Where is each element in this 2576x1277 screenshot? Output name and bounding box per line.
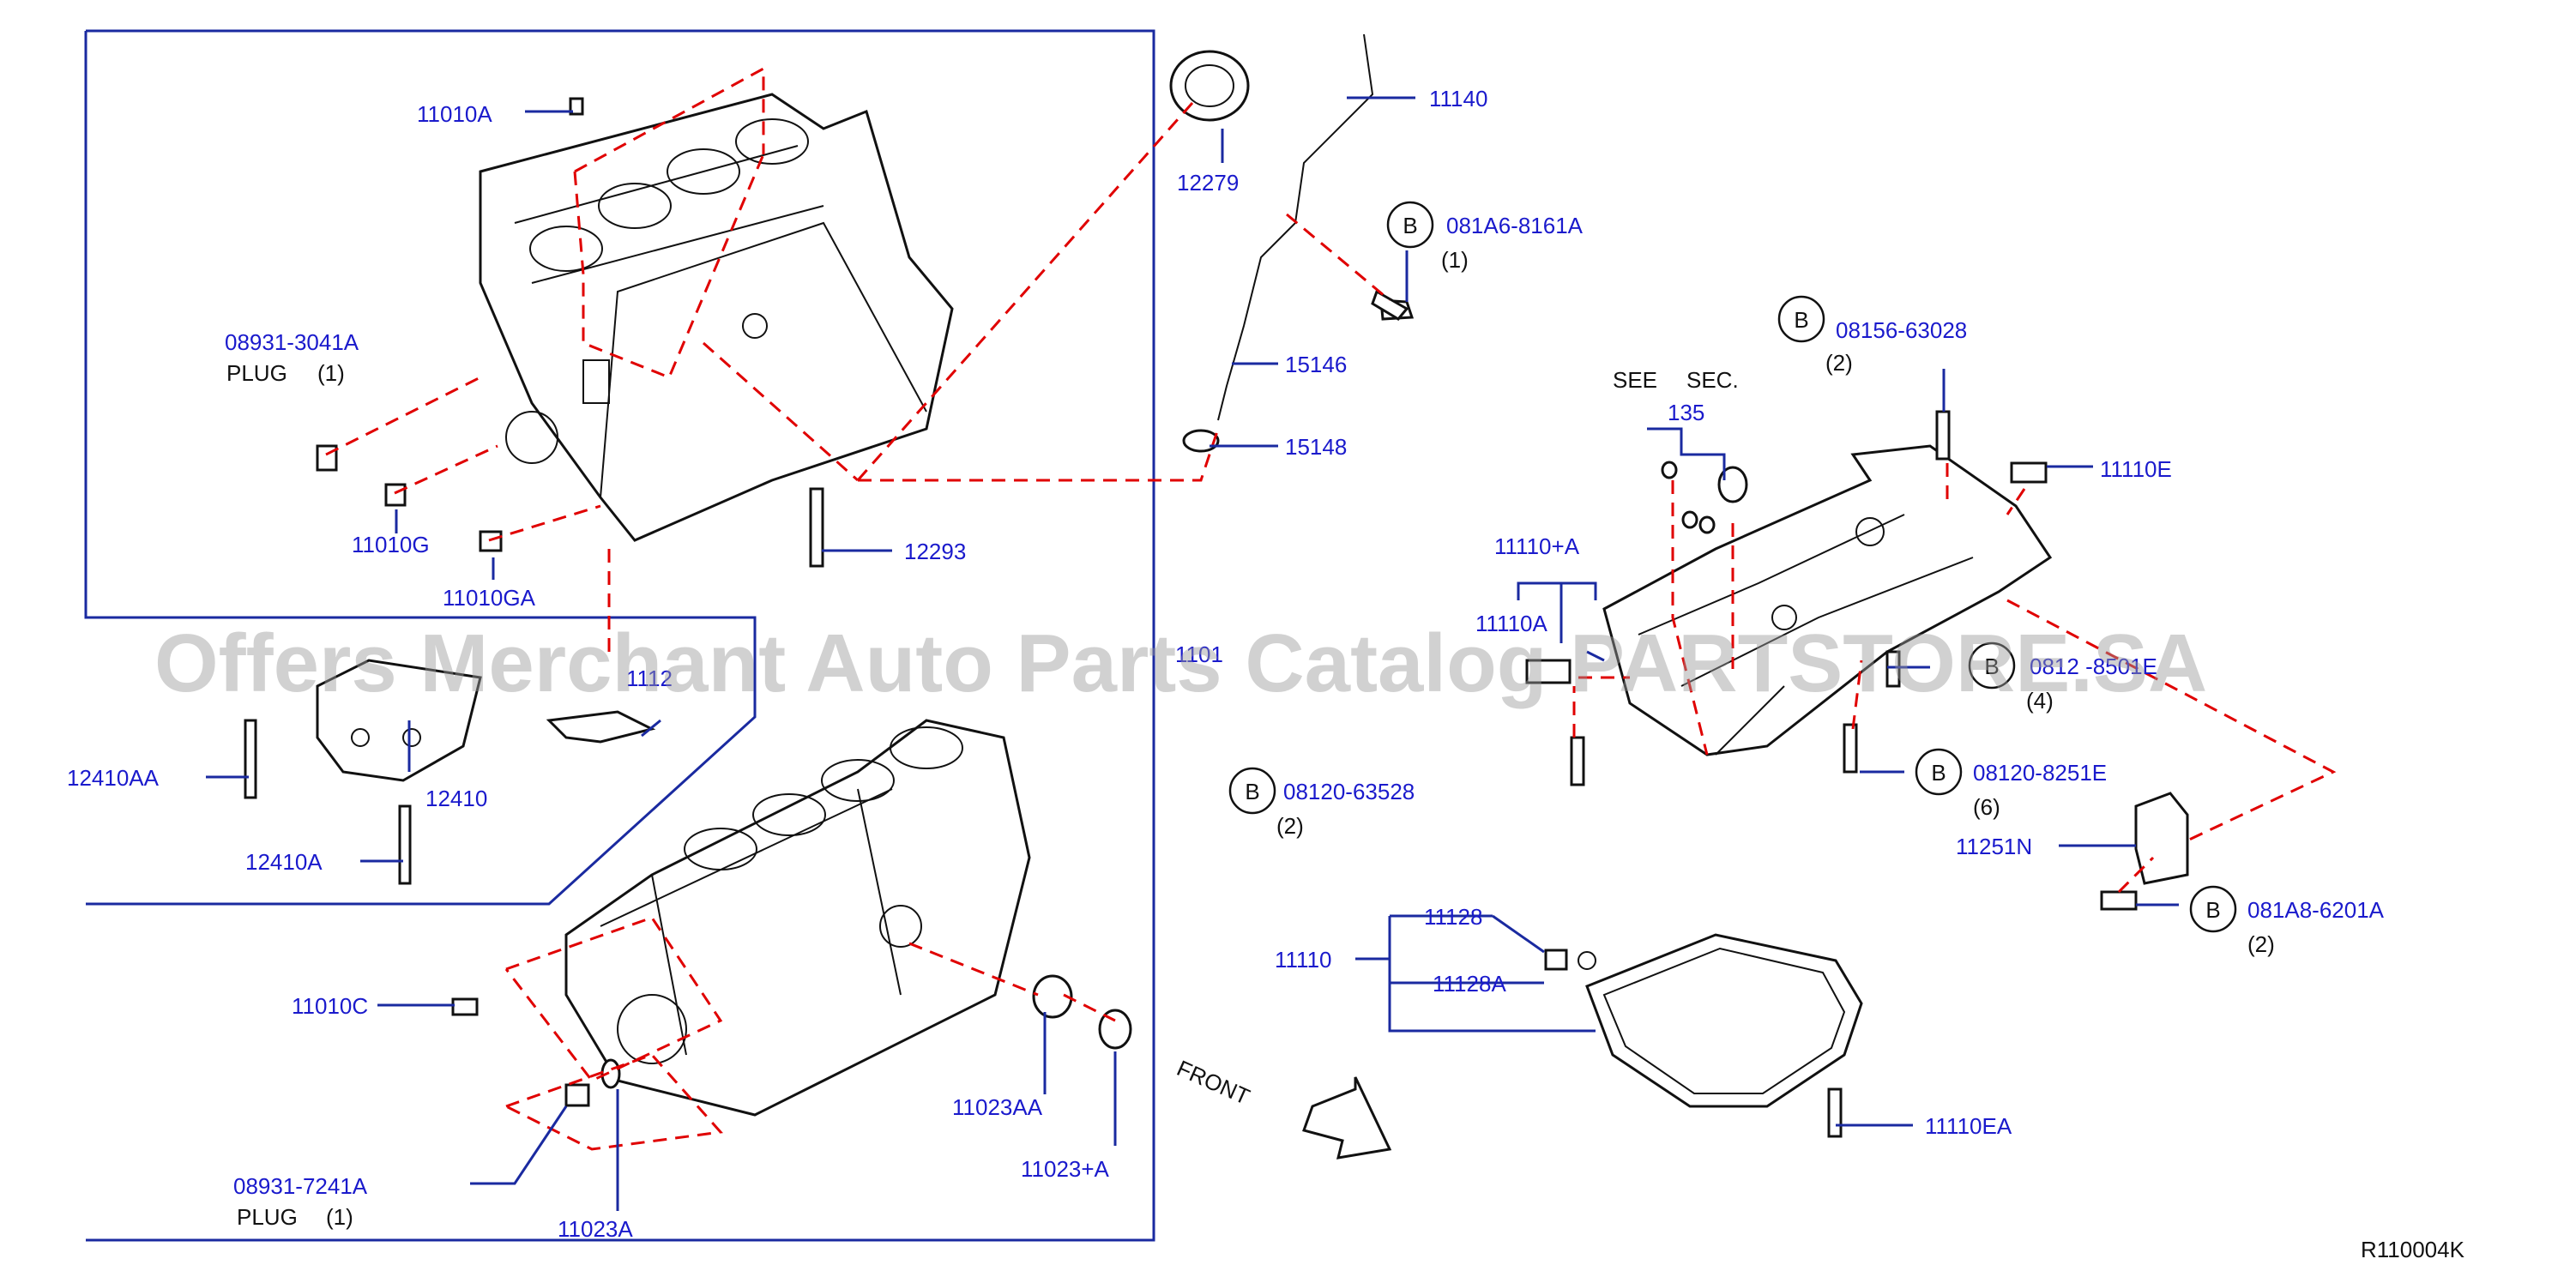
bolt-marker-2-text: B (1794, 307, 1808, 333)
bolt-marker-3 (1968, 642, 2016, 690)
bolt-marker-6-text: B (2205, 897, 2220, 923)
label-081A8-6201A: 081A8-6201A (2247, 897, 2385, 923)
front-arrow-icon (1302, 1076, 1392, 1160)
fasteners (316, 97, 2138, 1138)
upper-block-frame (86, 29, 1155, 1242)
upper-cylinder-block (479, 93, 954, 542)
label-11023A: 11023A (558, 1216, 633, 1242)
label-08156-63028: 08156-63028 (1836, 317, 1967, 343)
label-11251N: 11251N (1956, 834, 2032, 859)
label-11128A: 11128A (1433, 971, 1506, 997)
label-08120-63528-qty: (2) (1276, 813, 1304, 839)
lower-cylinder-block (564, 719, 1031, 1117)
label-08120-63528: 08120-63528 (1283, 779, 1415, 804)
label-15146: 15146 (1285, 352, 1347, 377)
front-arrow: FRONT (1173, 1055, 1392, 1160)
ref-code: R110004K (2361, 1237, 2465, 1262)
label-11110: 11110 (1275, 947, 1332, 973)
label-12410AA: 12410AA (67, 765, 160, 791)
label-plug-1-qty: (1) (317, 360, 345, 386)
label-0812x-qty: (4) (2026, 688, 2054, 714)
label-11010C: 11010C (292, 993, 368, 1019)
bolt-marker-2 (1777, 295, 1825, 343)
bolt-marker-5 (1915, 748, 1963, 796)
label-1101x: 1101 (1175, 642, 1223, 667)
label-081A6-qty: (1) (1441, 247, 1469, 273)
label-08931-3041A: 08931-3041A (225, 329, 359, 355)
label-11023AA: 11023AA (952, 1094, 1043, 1120)
label-11110E: 11110E (2100, 456, 2172, 482)
label-12410: 12410 (425, 786, 487, 811)
label-11010A: 11010A (417, 101, 492, 127)
baffle-11251n-shape (2134, 792, 2189, 885)
assembly-dashed-lines (325, 66, 2337, 1151)
rear-seal-12279 (1169, 50, 1250, 122)
bolt-marker-3-text: B (1984, 654, 1999, 679)
bolt-marker-1-text: B (1403, 213, 1417, 238)
label-12293: 12293 (904, 539, 966, 564)
label-11140: 11140 (1429, 86, 1487, 111)
bolt-marker-4 (1228, 767, 1276, 815)
part-1112x-shape (546, 710, 656, 744)
label-sec: SEC. (1686, 367, 1739, 393)
label-081A8-qty: (2) (2247, 931, 2275, 957)
label-08120-8251E-qty: (6) (1973, 794, 2000, 820)
label-plug-2-qty: (1) (326, 1204, 353, 1230)
label-0812x-8501E: 0812 -8501E (2030, 654, 2157, 679)
front-label: FRONT (1173, 1055, 1254, 1110)
label-15148: 15148 (1285, 434, 1347, 460)
label-12410A: 12410A (245, 849, 323, 875)
group-frames (84, 29, 1155, 1242)
watermark: Offers Merchant Auto Parts Catalog PARTS… (154, 617, 2207, 709)
bolt-marker-4-text: B (1245, 779, 1259, 804)
label-plug-2: PLUG (237, 1204, 298, 1230)
label-11010GA: 11010GA (443, 585, 536, 611)
leader-lines (206, 96, 2179, 1211)
label-08156-qty: (2) (1825, 350, 1853, 376)
label-see: SEE (1613, 367, 1657, 393)
upper-block-box (84, 31, 757, 906)
label-11110EA: 11110EA (1925, 1113, 2012, 1139)
label-11023plusA: 11023+A (1021, 1156, 1110, 1182)
label-08120-8251E: 08120-8251E (1973, 760, 2107, 786)
bolt-markers: B B B B B B (1228, 201, 2237, 933)
label-11010G: 11010G (352, 532, 430, 557)
label-11110plusA: 11110+A (1494, 533, 1580, 559)
part-labels: 11010A 08931-3041A PLUG (1) 11010G 11010… (67, 86, 2385, 1242)
label-081A6-8161A: 081A6-8161A (1446, 213, 1584, 238)
label-08931-7241A: 08931-7241A (233, 1173, 368, 1199)
label-11110A: 11110A (1475, 611, 1548, 636)
label-11128: 11128 (1424, 904, 1482, 930)
label-12279: 12279 (1177, 170, 1239, 196)
label-sec-135: 135 (1668, 400, 1704, 425)
label-plug-1: PLUG (226, 360, 287, 386)
bolt-marker-6 (2189, 885, 2237, 933)
lower-oil-pan (1585, 933, 1863, 1108)
bolt-marker-5-text: B (1931, 760, 1946, 786)
bolt-marker-1 (1386, 201, 1434, 249)
label-1112x: 1112 (626, 666, 673, 691)
